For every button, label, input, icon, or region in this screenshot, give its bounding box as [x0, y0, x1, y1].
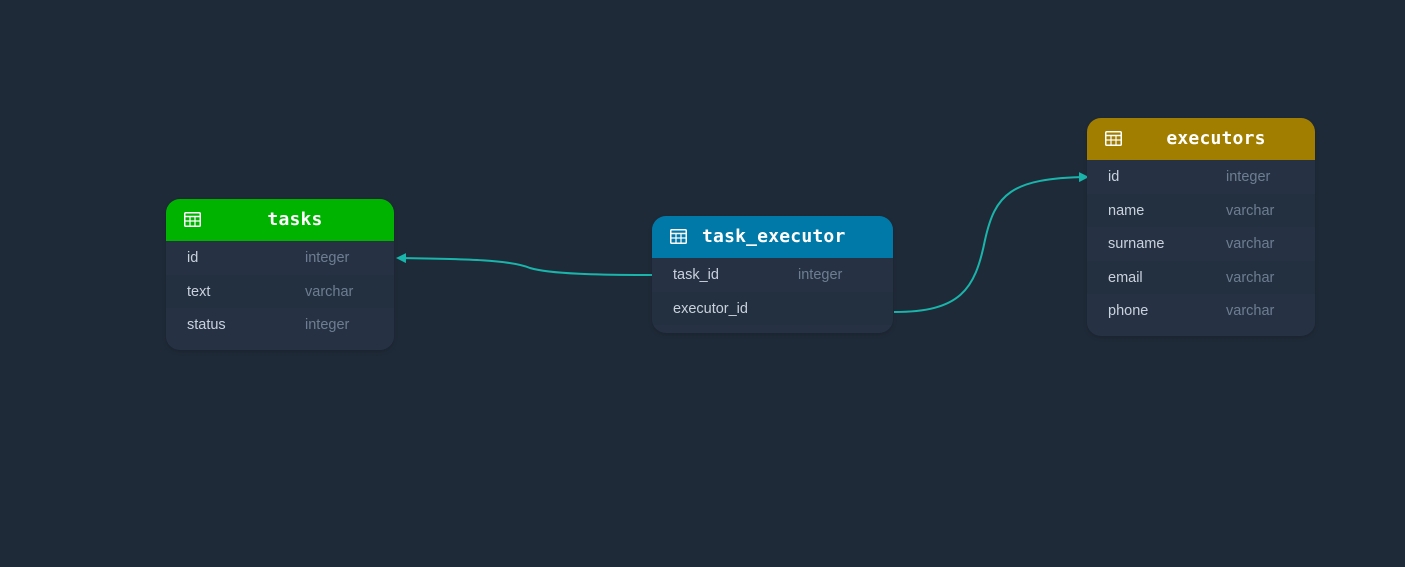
field-name: text: [187, 283, 211, 300]
field-name: id: [187, 250, 199, 266]
relation-executor-id-to-executors-id[interactable]: [893, 172, 1089, 313]
field-name: phone: [1108, 303, 1149, 319]
table-fields: id integer name varchar surname varchar …: [1087, 160, 1315, 328]
field-row-phone[interactable]: phone varchar: [1087, 294, 1315, 328]
table-icon: [1105, 131, 1122, 146]
table-fields: task_id integer executor_id: [652, 258, 893, 325]
table-header-executors[interactable]: executors: [1087, 118, 1315, 160]
field-row-text[interactable]: text varchar: [166, 274, 394, 308]
table-task-executor[interactable]: task_executor task_id integer executor_i…: [652, 216, 893, 333]
table-title: task_executor: [702, 226, 846, 247]
field-row-executor-id[interactable]: executor_id: [652, 291, 893, 325]
relation-task-id-to-tasks-id[interactable]: [396, 253, 653, 276]
field-name: email: [1108, 269, 1143, 286]
field-row-surname[interactable]: surname varchar: [1087, 227, 1315, 261]
field-name: task_id: [673, 267, 719, 283]
field-type: integer: [305, 250, 350, 266]
table-title: tasks: [267, 209, 323, 230]
table-header-task-executor[interactable]: task_executor: [652, 216, 893, 258]
field-type: varchar: [305, 283, 354, 300]
field-type: varchar: [1226, 303, 1275, 319]
table-executors[interactable]: executors id integer name varchar surnam…: [1087, 118, 1315, 336]
field-row-id[interactable]: id integer: [1087, 160, 1315, 194]
table-header-tasks[interactable]: tasks: [166, 199, 394, 241]
field-name: executor_id: [673, 300, 748, 317]
field-row-status[interactable]: status integer: [166, 308, 394, 342]
field-name: status: [187, 317, 226, 333]
field-row-name[interactable]: name varchar: [1087, 193, 1315, 227]
field-type: integer: [305, 317, 350, 333]
field-type: varchar: [1226, 269, 1275, 286]
table-icon: [184, 212, 201, 227]
field-type: varchar: [1226, 236, 1275, 252]
table-title: executors: [1166, 128, 1266, 149]
field-row-id[interactable]: id integer: [166, 241, 394, 275]
field-type: integer: [1226, 169, 1271, 185]
table-icon: [670, 229, 687, 244]
field-row-email[interactable]: email varchar: [1087, 260, 1315, 294]
table-tasks[interactable]: tasks id integer text varchar status int…: [166, 199, 394, 350]
field-type: varchar: [1226, 202, 1275, 219]
field-name: id: [1108, 169, 1120, 185]
field-row-task-id[interactable]: task_id integer: [652, 258, 893, 292]
field-name: name: [1108, 202, 1145, 219]
field-type: integer: [798, 267, 843, 283]
field-name: surname: [1108, 236, 1165, 252]
table-fields: id integer text varchar status integer: [166, 241, 394, 342]
